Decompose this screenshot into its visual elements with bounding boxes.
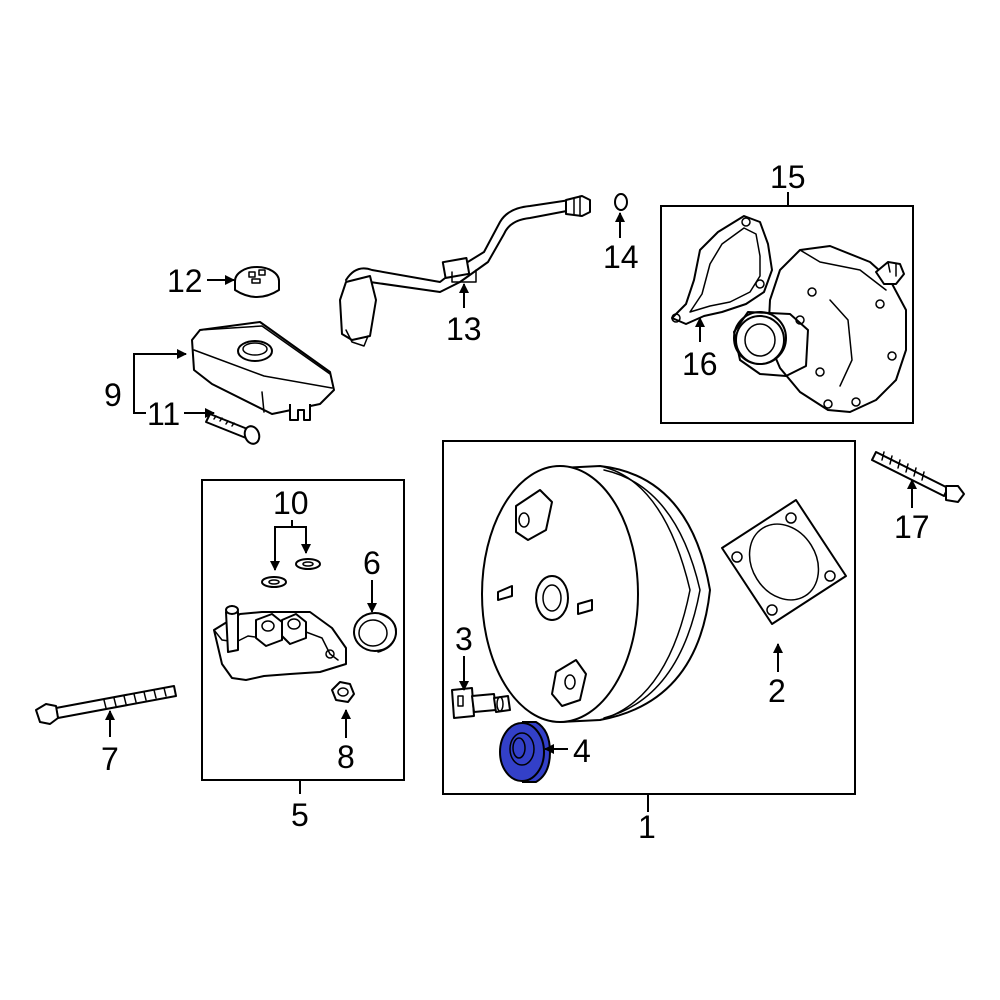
- callout-13: 13: [446, 311, 482, 347]
- vacuum-hose-part[interactable]: [339, 195, 591, 347]
- master-cylinder-nut-part[interactable]: [331, 681, 355, 703]
- master-cylinder-bolt-part[interactable]: [35, 685, 177, 725]
- callout-16: 16: [682, 346, 718, 382]
- reservoir-cap-part[interactable]: [234, 266, 280, 298]
- group-box-5: [201, 479, 405, 781]
- booster-sensor-part[interactable]: [451, 687, 511, 719]
- brake-booster-part[interactable]: [481, 465, 711, 723]
- callout-10: 10: [273, 485, 309, 521]
- callout-6: 6: [363, 545, 381, 581]
- vacuum-pump-part[interactable]: [733, 245, 907, 413]
- callout-9: 9: [104, 377, 122, 413]
- reservoir-bolt-part[interactable]: [205, 413, 262, 446]
- reservoir-seal-part-left[interactable]: [261, 576, 287, 588]
- callout-2: 2: [768, 673, 786, 709]
- callout-8: 8: [337, 739, 355, 775]
- master-cylinder-part[interactable]: [213, 605, 347, 681]
- callout-7: 7: [101, 741, 119, 777]
- booster-grommet-part-highlighted[interactable]: [499, 721, 552, 783]
- callout-1: 1: [638, 809, 656, 845]
- master-cylinder-seal-part[interactable]: [353, 612, 397, 653]
- callout-15: 15: [770, 159, 806, 195]
- callout-5: 5: [291, 797, 309, 833]
- callout-12: 12: [167, 263, 203, 299]
- callout-4: 4: [573, 733, 591, 769]
- brake-fluid-reservoir-part[interactable]: [191, 321, 335, 421]
- vacuum-pump-gasket-part[interactable]: [671, 215, 773, 325]
- callout-14: 14: [603, 239, 639, 275]
- callout-3: 3: [455, 621, 473, 657]
- booster-gasket-part[interactable]: [721, 499, 847, 625]
- callout-11: 11: [147, 396, 180, 432]
- o-ring-part[interactable]: [614, 193, 628, 211]
- vacuum-pump-bolt-part[interactable]: [871, 451, 965, 503]
- callout-17: 17: [894, 509, 930, 545]
- reservoir-seal-part-right[interactable]: [295, 558, 321, 570]
